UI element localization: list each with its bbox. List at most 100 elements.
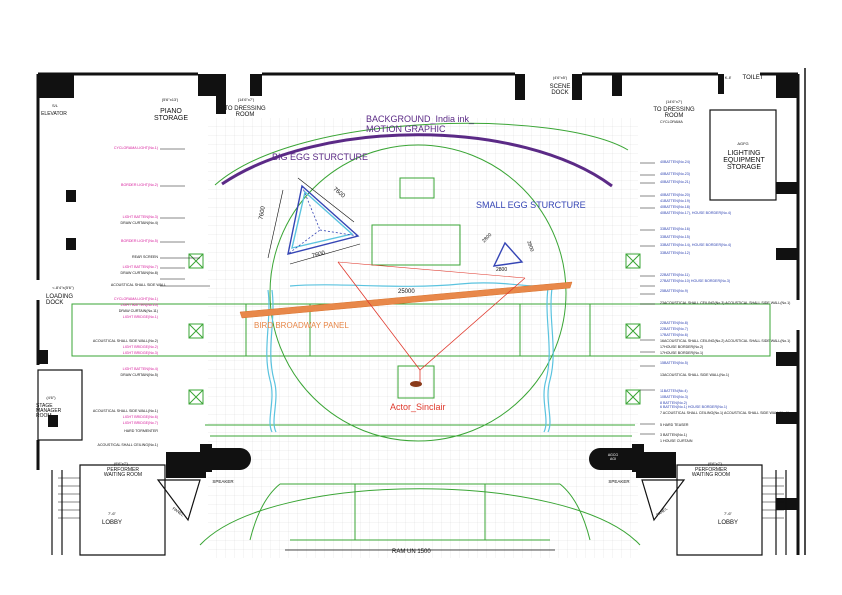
right-rail-item: 22BATTEN(No.7): [660, 327, 688, 331]
lobby-right-label: LOBBY: [717, 520, 738, 526]
dressing-right-code: (14'6"x7'): [665, 99, 683, 104]
actor-block: [397, 365, 435, 399]
right-rail-item: 22BATTEN(No.11): [660, 273, 690, 277]
actor-label: Actor_Sinclair: [390, 402, 446, 412]
portal-band: [71, 303, 771, 357]
upstage-arc: [214, 122, 629, 186]
bottom-dimension-label: RAM UN 1500: [392, 549, 431, 555]
left-rail-item: LIGHT BRIDGE(No.1): [122, 315, 158, 319]
actor-marker: [410, 381, 422, 387]
panel-left-door: [156, 479, 201, 522]
elevator-code: S/L: [51, 103, 58, 108]
scene-dock-code: (4'6"x5'): [552, 75, 568, 80]
right-rail-item: CYCLORAMA: [660, 120, 683, 124]
small-egg-structure: [492, 241, 524, 267]
right-rail-item: 10BATTEN(No.3): [660, 395, 688, 399]
stairs: [58, 477, 784, 519]
left-rail-item: BORDER LIGHT(No.2): [121, 183, 158, 187]
right-rail-item: 13ACOUSTICAL SHALL SIDE WALL(No.1): [660, 373, 730, 377]
toilet-code: K-ll': [724, 75, 732, 80]
toilet-label: TOILET: [742, 75, 764, 81]
right-box-label: AGCG AGI: [607, 453, 619, 461]
upstage-block: [399, 177, 435, 199]
dimension-2800-bottom: 2800: [496, 267, 508, 273]
lobby-right-code: 7'-6": [724, 511, 732, 516]
stage-manager-label: STAGE MANAGER ROOM: [36, 403, 62, 419]
bird-panel-label: BIRD BROADWAY PANEL: [254, 321, 349, 330]
right-rail-item: 33BATTEN(No.14), HOUSE BORDER(No.4): [660, 243, 732, 247]
left-rail-item: DRAW CURTAIN(No.4): [120, 221, 158, 225]
right-rail-item: 5 HARD TEASER: [660, 423, 689, 427]
stage-structures: [71, 122, 771, 546]
right-rail-item: 33BATTEN(No.12): [660, 251, 690, 255]
panel-right-door: [641, 479, 686, 522]
right-rail-item: 17BATTEN(No.6): [660, 333, 688, 337]
left-rail-item: ACOUSTICAL SHALL SIDE WALL(No.2): [92, 339, 158, 343]
loading-dock-label: LOADING DOCK: [46, 294, 74, 306]
downstage-arc: [199, 488, 641, 546]
left-rail-item: LIGHT BATTEN(No.7): [122, 265, 158, 269]
right-rail-item: 7 ACOUSTICAL SHALL CEILING(No.1) ACOUSTI…: [660, 411, 790, 415]
motion-graphic-label: MOTION GRAPHIC: [366, 124, 446, 134]
left-rail-item: HARD TORMENTER: [124, 429, 158, 433]
stage-floor-line: [205, 424, 635, 437]
right-rail-item: 40BATTEN(No.18): [660, 205, 690, 209]
proscenium-left: [205, 448, 251, 470]
elevator-label: ELEVATOR: [41, 111, 67, 117]
to-dressing-right-label: TO DRESSING ROOM: [653, 107, 695, 119]
right-rail-item: 1 HOUSE CURTAIN: [660, 439, 693, 443]
scene-dock-label: SCENE DOCK: [549, 84, 571, 96]
small-egg-label: SMALL EGG STURCTURE: [476, 200, 586, 210]
left-rail-item: DRAW CURTAIN(No.8): [120, 271, 158, 275]
speaker-right-label: SPEAKER: [608, 479, 630, 484]
lobby-left-code: 7'-6": [108, 511, 116, 516]
right-rail-item: 40BATTEN(No.20): [660, 193, 690, 197]
performer-right-code: (9'6"x7'): [707, 461, 723, 466]
loading-dock-code: <-8'4"x(5'6"): [52, 285, 74, 290]
right-rail-item: 41BATTEN(No.19): [660, 199, 690, 203]
lobby-left-label: LOBBY: [101, 520, 122, 526]
background-arc: [221, 133, 613, 188]
right-rail-item: 40BATTEN(No.17), HOUSE BORDER(No.4): [660, 211, 732, 215]
right-rail-item: 8 BATTEN(No.2): [660, 401, 687, 405]
big-egg-label: BIG EGG STURCTURE: [272, 152, 369, 162]
background-label: BACKGROUND_India ink_: [366, 114, 475, 124]
left-rail-item: ACOUSTICAL SHALL SIDE WALL: [110, 283, 166, 287]
room-outlines: [37, 109, 787, 556]
right-rail-item: 17HOUSE BORDER(No.1): [660, 351, 704, 355]
right-rail-item: 16ACOUSTICAL SHALL CEILING(No.2) ACOUSTI…: [660, 339, 791, 343]
left-rail-item: DRAW CURTAIN(No.5): [120, 373, 158, 377]
revolve-circle: [269, 144, 567, 442]
right-rail-item: 6 BATTEN(No.1) HOUSE BORDER(No.1): [660, 405, 728, 409]
center-platform: [371, 224, 461, 266]
right-rail-item: 17HOUSE BORDER(No.2): [660, 345, 704, 349]
sightlines: [337, 261, 526, 384]
right-rail-item: 40BATTEN(No.23): [660, 172, 690, 176]
right-rail-item: 23ACOUSTICAL SHALL CEILING(No.3) ACOUSTI…: [660, 301, 791, 305]
bird-broadway-panel: [239, 281, 573, 319]
left-rail-item: ACOUSTICAL SHALL CEILING(No.1): [97, 443, 158, 447]
right-rail-item: 25BATTEN(No.9): [660, 289, 688, 293]
left-rail-item: CYCLORAMA LIGHT(No.1): [113, 146, 158, 150]
left-rail-item: LIGHT BATTEN(No.4): [122, 367, 158, 371]
left-rail-item: LIGHT BATTEN(No.10): [120, 303, 158, 307]
performer-left-code: (9'6"x7'): [113, 461, 129, 466]
to-dressing-left-label: TO DRESSING ROOM: [224, 106, 266, 118]
left-rail-item: CYCLORAMA LIGHT(No.1): [113, 297, 158, 301]
left-rail-item: LIGHT BRIDGE(No.2): [122, 345, 158, 349]
big-egg-structure: [287, 184, 360, 255]
piano-storage-label: PIANO STORAGE: [153, 108, 189, 122]
right-rail-item: 40BATTEN(No.21): [660, 180, 690, 184]
right-rail-item: 33BATTEN(No.15): [660, 235, 690, 239]
performer-right-label: PERFORMER WAITING ROOM: [691, 467, 731, 478]
right-rail-item: 22BATTEN(No.8): [660, 321, 688, 325]
left-rail-item: LIGHT BRIDGE(No.6): [122, 415, 158, 419]
lighting-storage-label: LIGHTING EQUIPMENT STORAGE: [723, 150, 765, 171]
right-rail-item: 33BATTEN(No.16): [660, 227, 690, 231]
left-rail-item: LIGHT BRIDGE(No.7): [122, 421, 158, 425]
left-rail-item: REAR SCREEN: [132, 255, 158, 259]
left-rail-item: DRAW CURTAIN(No.11): [118, 309, 158, 313]
dimension-25000: 25000: [398, 289, 415, 295]
right-rail-item: 27BATTEN(No.10) HOUSE BORDER(No.3): [660, 279, 731, 283]
left-rail-item: BORDER LIGHT(No.5): [121, 239, 158, 243]
